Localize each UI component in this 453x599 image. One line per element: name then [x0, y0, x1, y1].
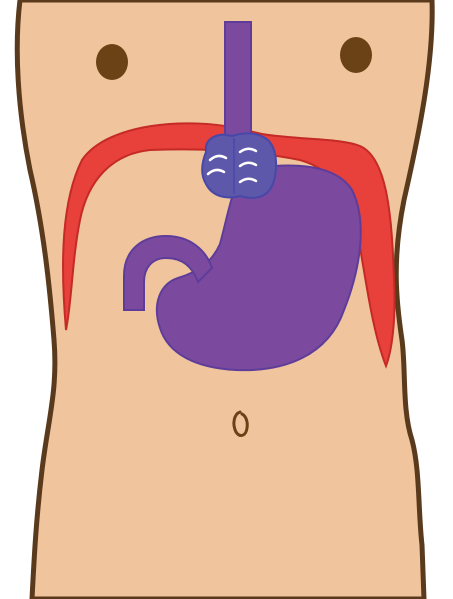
right-nipple [340, 37, 372, 73]
esophagus-tube [225, 22, 251, 148]
left-nipple [96, 44, 128, 80]
